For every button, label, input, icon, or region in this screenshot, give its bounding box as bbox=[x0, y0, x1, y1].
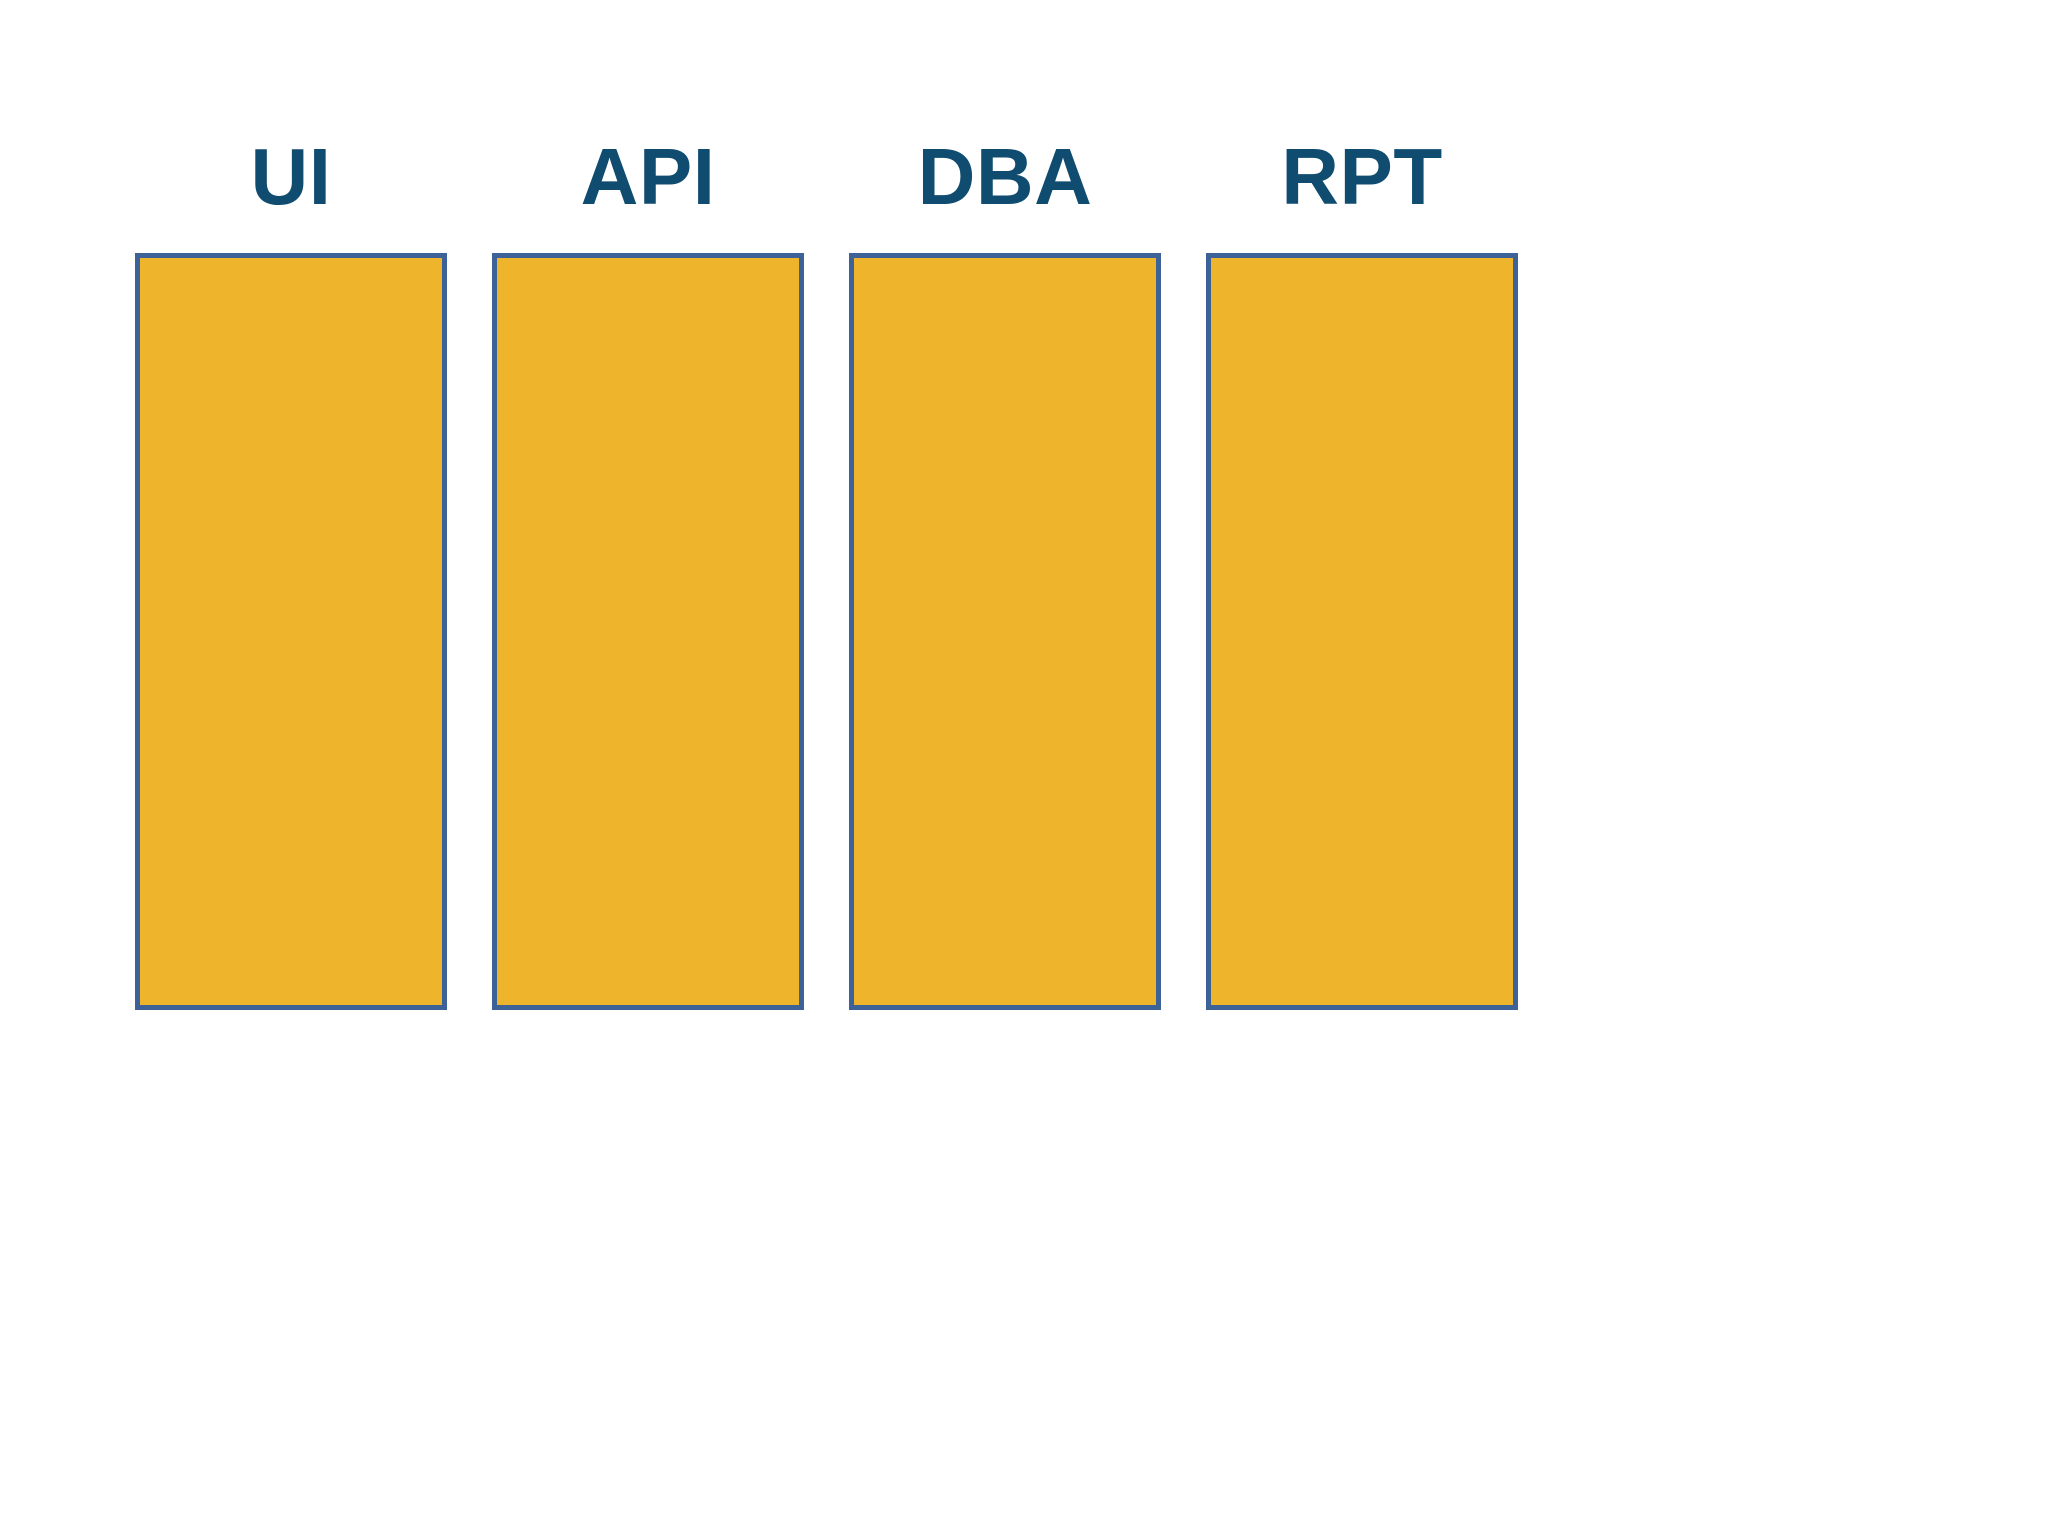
lane-title-rpt: RPT bbox=[1281, 131, 1443, 221]
lane-body-api[interactable] bbox=[492, 253, 804, 1010]
lane-title-dba: DBA bbox=[917, 131, 1093, 221]
lane-group: UI API DBA RPT bbox=[135, 110, 1522, 1010]
lane-rpt[interactable]: RPT bbox=[1206, 110, 1518, 1010]
lane-dropzone-ui[interactable] bbox=[140, 258, 442, 1005]
lane-body-ui[interactable] bbox=[135, 253, 447, 1010]
lane-api[interactable]: API bbox=[492, 110, 804, 1010]
lane-header-api: API bbox=[492, 110, 804, 253]
lane-ui[interactable]: UI bbox=[135, 110, 447, 1010]
lane-dba[interactable]: DBA bbox=[849, 110, 1161, 1010]
lane-title-ui: UI bbox=[250, 131, 332, 221]
lane-body-dba[interactable] bbox=[849, 253, 1161, 1010]
lane-header-dba: DBA bbox=[849, 110, 1161, 253]
lane-header-rpt: RPT bbox=[1206, 110, 1518, 253]
lane-title-api: API bbox=[580, 131, 716, 221]
lane-dropzone-rpt[interactable] bbox=[1211, 258, 1513, 1005]
lane-dropzone-dba[interactable] bbox=[854, 258, 1156, 1005]
lane-header-ui: UI bbox=[135, 110, 447, 253]
lane-dropzone-api[interactable] bbox=[497, 258, 799, 1005]
lane-body-rpt[interactable] bbox=[1206, 253, 1518, 1010]
